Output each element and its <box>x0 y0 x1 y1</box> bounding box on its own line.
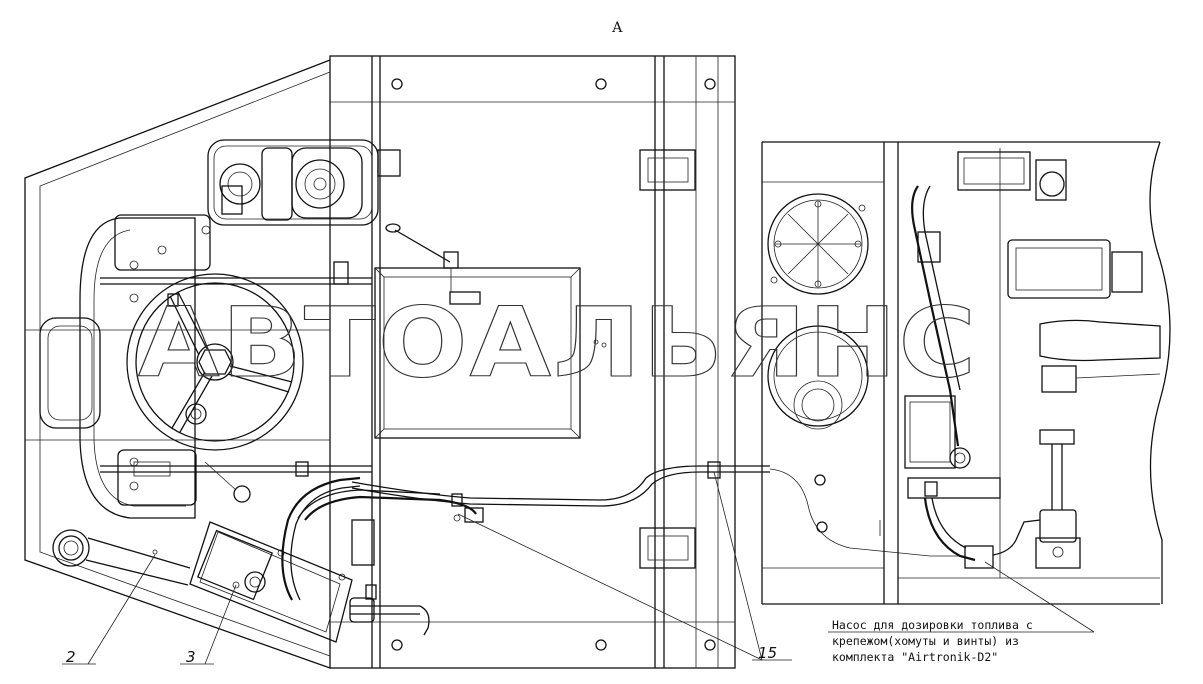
fuel-filler <box>52 529 191 586</box>
fuel-hoses-left <box>281 476 484 636</box>
driver-seat <box>39 214 211 519</box>
fuel-line-main <box>351 461 960 557</box>
engine-bay-frame <box>761 141 1171 605</box>
cab-floor-outline <box>24 59 331 669</box>
view-label: А <box>612 20 623 36</box>
gear-lever <box>385 223 481 305</box>
pedal-unit <box>207 139 401 226</box>
leader-lines <box>62 471 1095 665</box>
main-frame-plate <box>329 55 736 669</box>
callout-2: 2 <box>66 648 76 666</box>
heater-unit <box>904 151 1161 499</box>
callout-15: 15 <box>758 644 777 662</box>
note-line-3: комплекта "Airtronik-D2" <box>832 650 998 664</box>
steering-wheel <box>126 273 304 451</box>
wheel-arches <box>767 193 869 430</box>
dosing-pump <box>814 429 1081 569</box>
callout-3: 3 <box>186 648 196 666</box>
pump-bracket <box>189 521 353 643</box>
note-line-1: Насос для дозировки топлива с <box>832 618 1033 632</box>
center-hatch <box>374 267 607 439</box>
note-line-2: крепежом(хомуты и винты) из <box>832 634 1019 648</box>
watermark: АВТОАЛЬЯНС <box>138 287 978 399</box>
seat-rails <box>100 261 372 503</box>
